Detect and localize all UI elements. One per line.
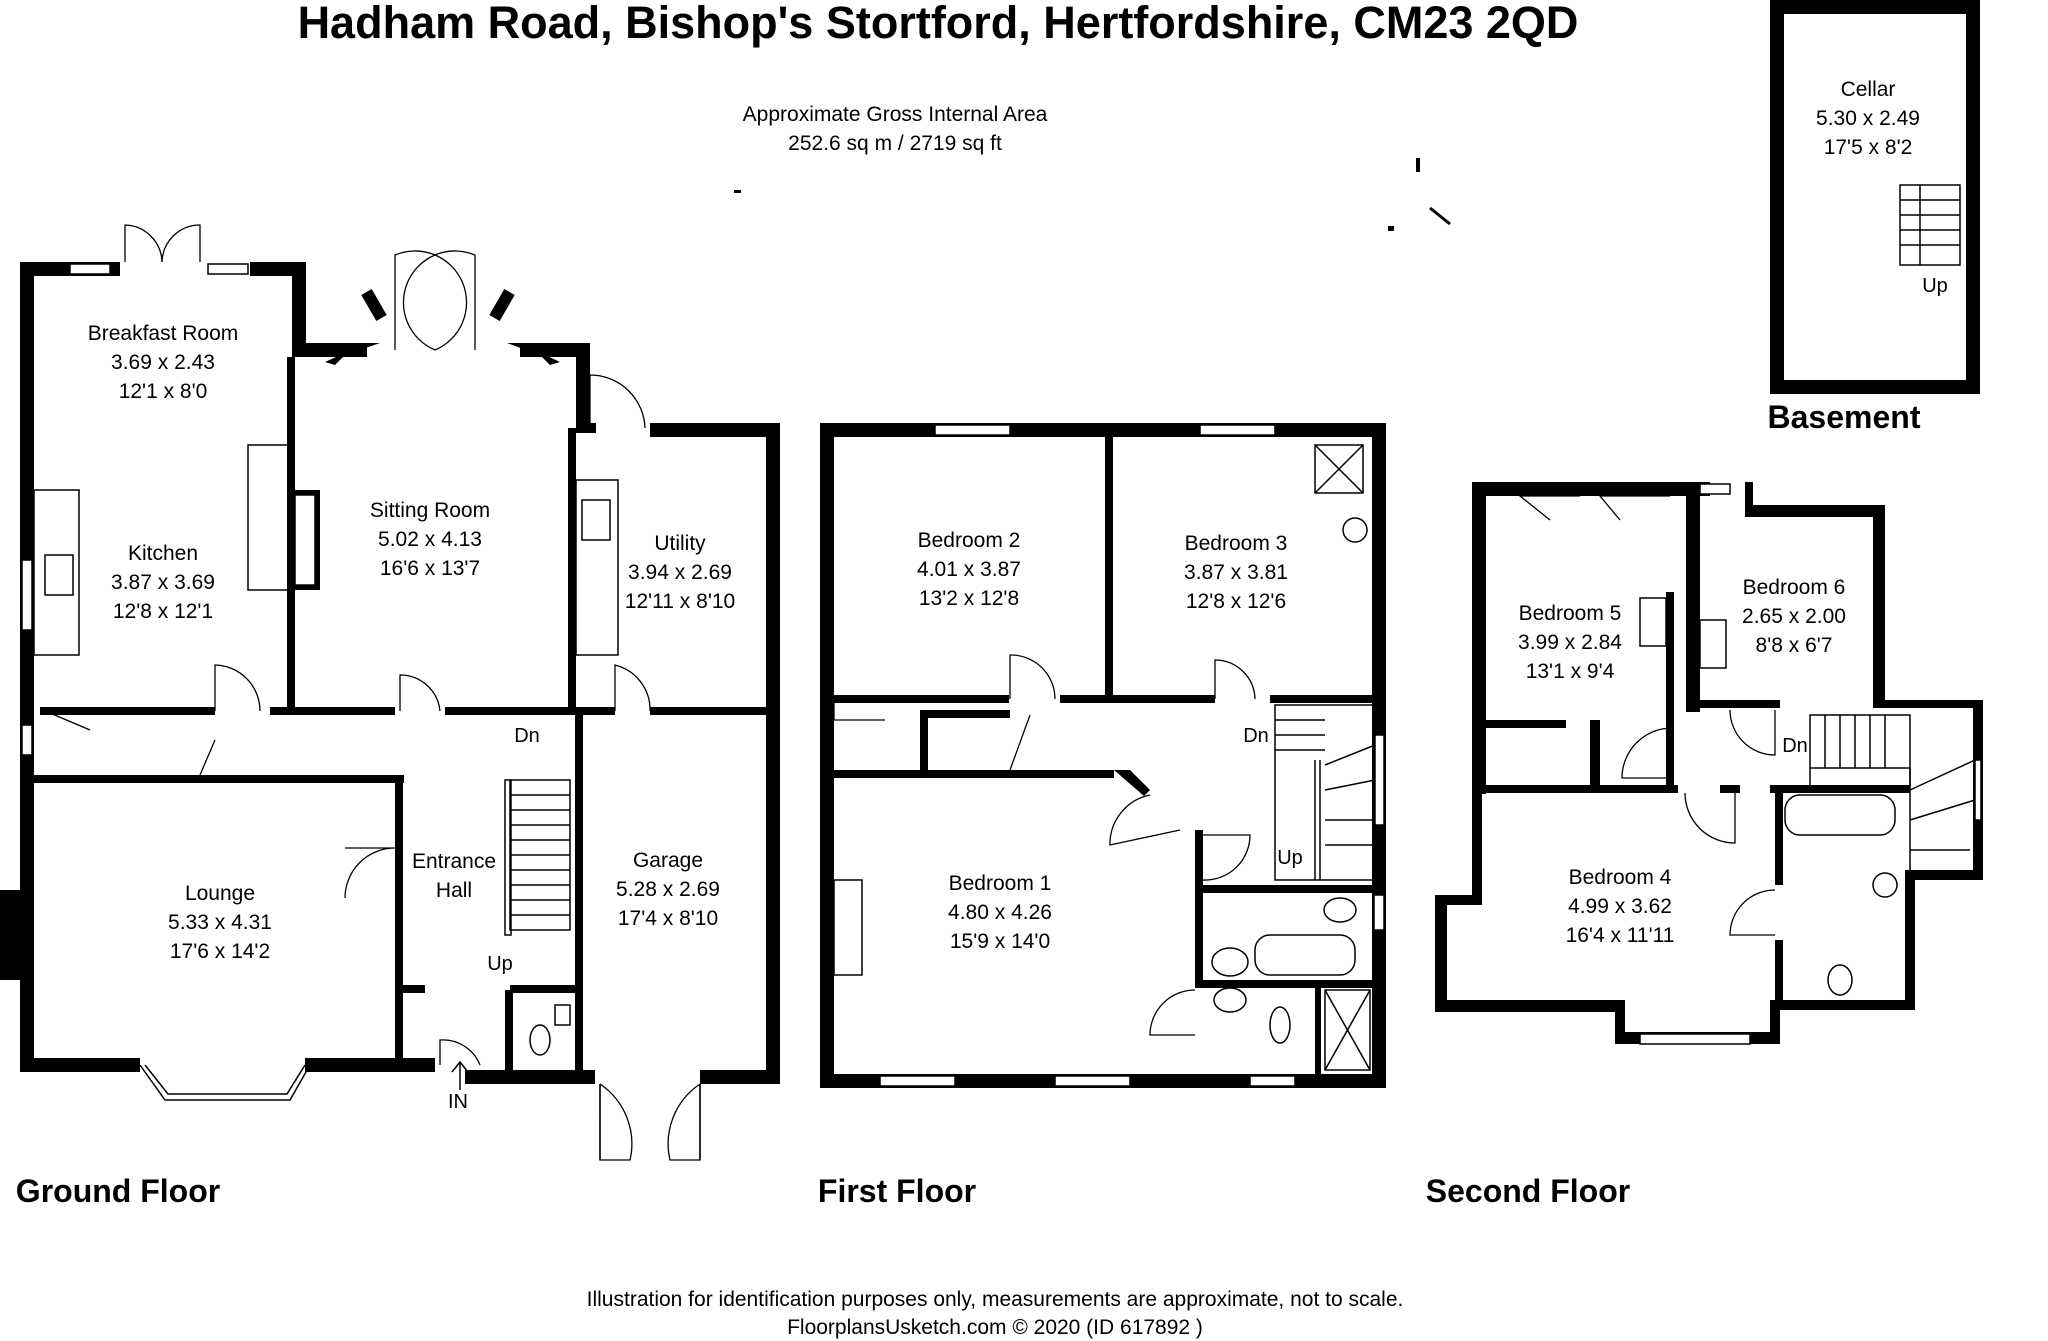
room-metric: 3.94 x 2.69 xyxy=(628,561,732,584)
plan-title: Hadham Road, Bishop's Stortford, Hertfor… xyxy=(298,0,1579,48)
room-name: Bedroom 3 xyxy=(1185,532,1288,555)
entrance-in-label: IN xyxy=(448,1091,468,1113)
second-floor-labels: Bedroom 5 3.99 x 2.84 13'1 x 9'4 Bedroom… xyxy=(1426,576,1846,1209)
room-imperial: 17'4 x 8'10 xyxy=(618,907,718,930)
room-imperial: 13'1 x 9'4 xyxy=(1526,660,1615,683)
basement-title: Basement xyxy=(1768,399,1921,435)
first-floor-title: First Floor xyxy=(818,1173,976,1209)
room-metric: 2.65 x 2.00 xyxy=(1742,605,1846,628)
stair-down-label: Dn xyxy=(1243,725,1269,747)
room-name: Kitchen xyxy=(128,542,198,565)
room-name: Bedroom 5 xyxy=(1519,602,1622,625)
ground-floor-labels: Breakfast Room 3.69 x 2.43 12'1 x 8'0 Ki… xyxy=(16,322,735,1209)
room-metric: 4.80 x 4.26 xyxy=(948,901,1052,924)
room-metric: 3.87 x 3.81 xyxy=(1184,561,1288,584)
room-metric: 3.69 x 2.43 xyxy=(111,351,215,374)
hall-stairs xyxy=(510,794,570,916)
room-name: Garage xyxy=(633,849,703,872)
area-value: 252.6 sq m / 2719 sq ft xyxy=(788,132,1002,155)
room-imperial: 8'8 x 6'7 xyxy=(1756,634,1833,657)
stray-marks xyxy=(734,158,1451,231)
room-name: Entrance xyxy=(412,850,496,873)
room-imperial: 13'2 x 12'8 xyxy=(919,587,1019,610)
area-label: Approximate Gross Internal Area xyxy=(743,103,1048,126)
first-floor-stairs xyxy=(1275,719,1376,880)
room-imperial: 12'8 x 12'1 xyxy=(113,600,213,623)
stair-up-label: Up xyxy=(1922,275,1948,297)
copyright-text: FloorplansUsketch.com © 2020 (ID 617892 … xyxy=(787,1316,1203,1339)
basement-labels: Cellar 5.30 x 2.49 17'5 x 8'2 Up Basemen… xyxy=(1768,78,1948,435)
disclaimer-text: Illustration for identification purposes… xyxy=(587,1288,1404,1311)
room-imperial: 17'6 x 14'2 xyxy=(170,940,270,963)
room-name: Lounge xyxy=(185,882,255,905)
room-name: Bedroom 1 xyxy=(949,872,1052,895)
second-floor-title: Second Floor xyxy=(1426,1173,1630,1209)
ground-floor-title: Ground Floor xyxy=(16,1173,220,1209)
room-metric: 3.87 x 3.69 xyxy=(111,571,215,594)
room-imperial: 15'9 x 14'0 xyxy=(950,930,1050,953)
stair-down-label: Dn xyxy=(1782,735,1808,757)
room-imperial: 12'8 x 12'6 xyxy=(1186,590,1286,613)
room-metric: 4.01 x 3.87 xyxy=(917,558,1021,581)
room-name: Bedroom 6 xyxy=(1743,576,1846,599)
room-imperial: 16'4 x 11'11 xyxy=(1566,924,1675,947)
room-imperial: 12'1 x 8'0 xyxy=(119,380,208,403)
room-name-line2: Hall xyxy=(436,879,472,902)
room-imperial: 16'6 x 13'7 xyxy=(380,557,480,580)
stair-down-label: Dn xyxy=(514,725,540,747)
first-floor-labels: Bedroom 2 4.01 x 3.87 13'2 x 12'8 Bedroo… xyxy=(818,529,1303,1209)
room-name: Bedroom 2 xyxy=(918,529,1021,552)
room-metric: 5.30 x 2.49 xyxy=(1816,107,1920,130)
room-name: Sitting Room xyxy=(370,499,490,522)
room-name: Breakfast Room xyxy=(88,322,239,345)
first-floor-plan xyxy=(820,423,1386,1088)
room-metric: 5.33 x 4.31 xyxy=(168,911,272,934)
stair-up-label: Up xyxy=(1277,847,1303,869)
room-name: Utility xyxy=(654,532,706,555)
second-floor-plan xyxy=(1435,482,1983,1045)
room-metric: 5.02 x 4.13 xyxy=(378,528,482,551)
room-name: Bedroom 4 xyxy=(1569,866,1672,889)
basement-plan xyxy=(1770,0,1980,394)
room-name: Cellar xyxy=(1841,78,1896,101)
room-imperial: 17'5 x 8'2 xyxy=(1824,136,1913,159)
room-metric: 3.99 x 2.84 xyxy=(1518,631,1622,654)
ground-floor-plan xyxy=(0,224,780,1161)
room-metric: 5.28 x 2.69 xyxy=(616,878,720,901)
stair-up-label: Up xyxy=(487,953,513,975)
room-imperial: 12'11 x 8'10 xyxy=(625,590,735,613)
room-metric: 4.99 x 3.62 xyxy=(1568,895,1672,918)
second-floor-stairs xyxy=(1810,715,1976,870)
